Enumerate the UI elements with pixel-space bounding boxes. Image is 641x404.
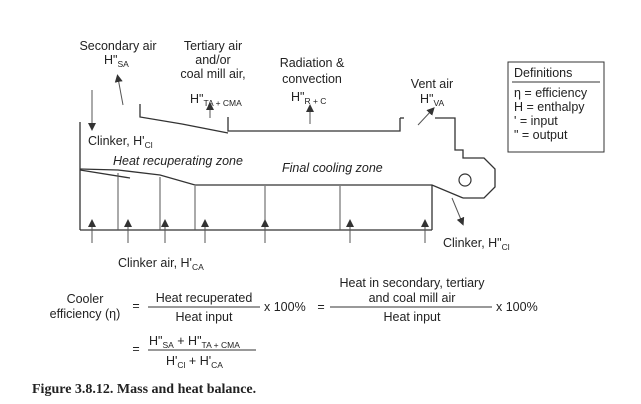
times-100-b: x 100% [496,300,538,314]
efficiency-equation: Cooler efficiency (η) = Heat recuperated… [50,276,538,370]
equals-sign-2: = [317,300,324,314]
final-cooling-zone-label: Final cooling zone [282,161,383,175]
tertiary-air-enthalpy: H"TA + CMA [190,92,242,108]
cooler-label: Cooler [67,292,104,306]
radiation-enthalpy: H"R + C [291,90,326,106]
fraction2-numerator-2: and coal mill air [369,291,456,305]
clinker-air-label: Clinker air, H'CA [118,256,204,272]
tertiary-air-label-1: Tertiary air [184,39,242,53]
tertiary-air-label-2: and/or [195,53,230,67]
efficiency-label: efficiency (η) [50,307,121,321]
vent-air-enthalpy: H"VA [420,92,445,108]
fraction3-denominator: H'Cl + H'CA [166,354,223,370]
fraction1-numerator: Heat recuperated [156,291,253,305]
definition-efficiency: η = efficiency [514,86,588,100]
clinker-out-label: Clinker, H"Cl [443,236,510,252]
clinker-out-arrow [451,197,465,226]
definitions-box: Definitions η = efficiency H = enthalpy … [507,61,605,153]
tertiary-air-label-3: coal mill air, [180,67,245,81]
fraction1-denominator: Heat input [176,310,234,324]
flow-arrows [88,74,465,243]
figure-caption: Figure 3.8.12. Mass and heat balance. [32,382,256,397]
secondary-air-enthalpy: H"SA [104,53,129,69]
heat-recuperating-zone-label: Heat recuperating zone [113,154,243,168]
secondary-air-label: Secondary air [79,39,156,53]
vent-air-arrow [417,107,435,126]
fraction3-numerator: H"SA + H"TA + CMA [149,334,240,350]
fraction2-denominator: Heat input [384,310,442,324]
radiation-label-1: Radiation & [280,56,345,70]
definition-enthalpy: H = enthalpy [514,100,585,114]
cooler-body [79,104,496,231]
clinker-in-label: Clinker, H'Cl [88,134,153,150]
times-100-a: x 100% [264,300,306,314]
equals-sign: = [132,299,139,313]
radiation-label-2: convection [282,72,342,86]
equals-sign-3: = [132,342,139,356]
vent-air-label: Vent air [411,77,453,91]
fraction2-numerator-1: Heat in secondary, tertiary [340,276,486,290]
definitions-title: Definitions [514,66,572,80]
secondary-air-up-arrow [114,74,124,106]
definition-input: ' = input [514,114,558,128]
definition-output: " = output [514,128,568,142]
